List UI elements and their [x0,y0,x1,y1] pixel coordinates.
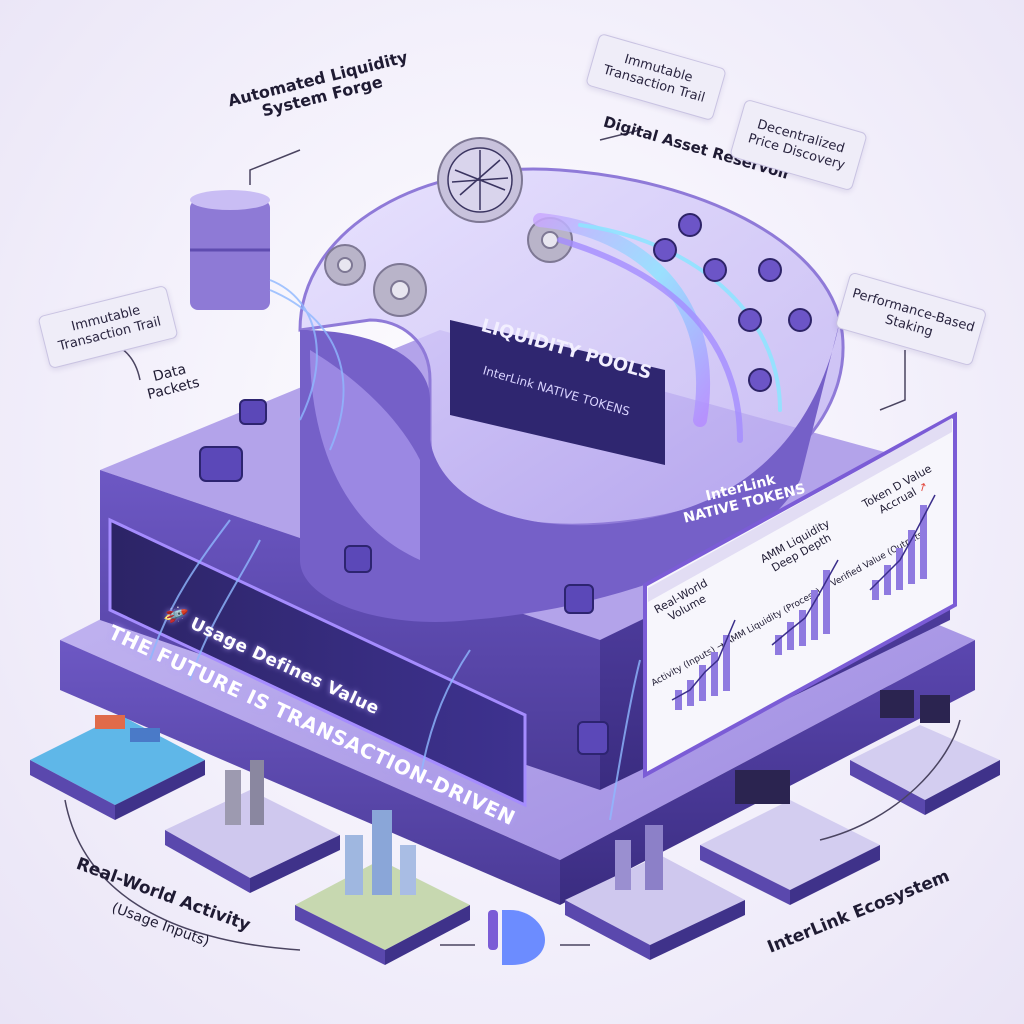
liquidity-reservoir [298,167,845,622]
network-sphere-icon [447,147,513,213]
token-stream [533,213,782,443]
interlink-d-logo-icon [488,910,545,965]
trading-desk-tile [700,770,880,905]
factory-tile [165,760,340,893]
banner-panel [108,517,527,808]
harbor-tile [30,715,205,820]
token-coins [653,213,812,392]
logo-chips [199,399,609,755]
office-desk-tile [850,690,1000,815]
smart-city-tile [565,825,745,960]
city-tile [295,810,470,965]
data-lines [149,279,641,821]
flow-arrows [64,129,961,951]
data-server [190,190,270,310]
